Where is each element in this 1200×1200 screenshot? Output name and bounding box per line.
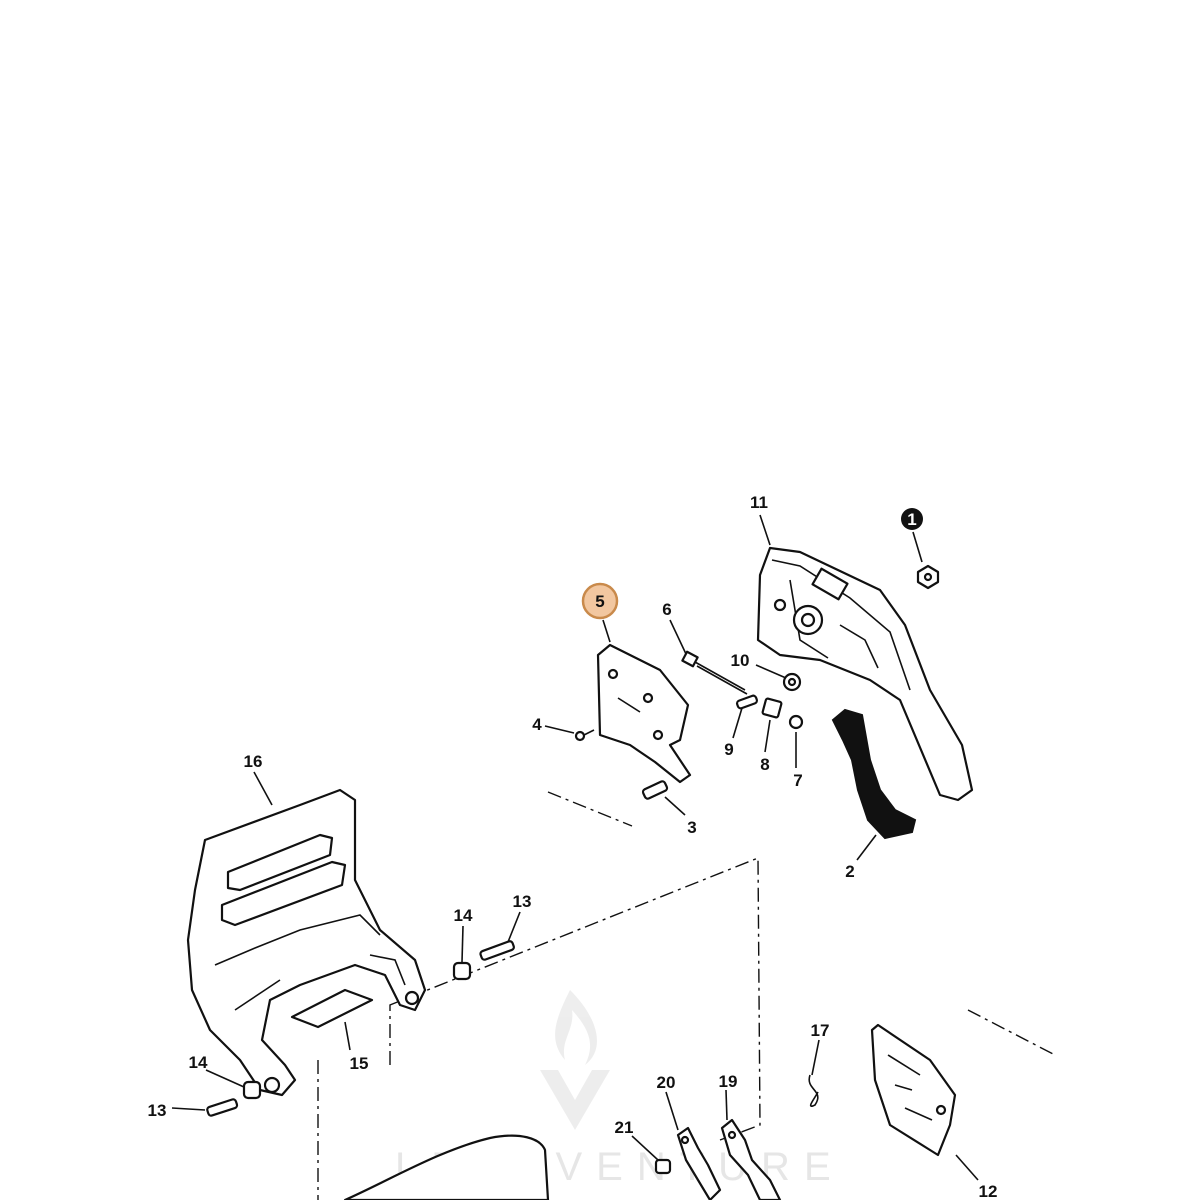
callout-2[interactable]: 2 [845,862,854,881]
part-guard-bottom[interactable] [343,1134,550,1200]
watermark-logo [540,990,610,1130]
part-screw-4[interactable] [574,729,595,742]
callout-17[interactable]: 17 [811,1021,830,1040]
callout-11[interactable]: 11 [750,493,768,512]
svg-text:1: 1 [907,510,916,529]
part-chain-link-19[interactable] [720,1118,782,1200]
callout-14-upper[interactable]: 14 [454,906,473,925]
part-screw-3[interactable] [641,780,669,800]
callout-14-lower[interactable]: 14 [189,1053,208,1072]
part-hand-guard[interactable] [186,788,427,1097]
callout-8[interactable]: 8 [760,755,769,774]
part-screw-lower[interactable] [206,1098,239,1117]
svg-text:5: 5 [595,592,604,611]
callout-15[interactable]: 15 [350,1054,369,1073]
callout-10[interactable]: 10 [731,651,750,670]
callout-16[interactable]: 16 [244,752,263,771]
part-label[interactable] [290,988,374,1029]
callout-13-lower[interactable]: 13 [148,1101,167,1120]
callout-6[interactable]: 6 [662,600,671,619]
callout-4[interactable]: 4 [532,715,542,734]
callout-3[interactable]: 3 [687,818,696,837]
callout-1[interactable]: 1 [901,508,923,530]
part-bushing-upper[interactable] [452,961,472,981]
assembly-line-bar [547,791,633,827]
part-washer[interactable] [788,714,804,730]
callout-21[interactable]: 21 [615,1118,634,1137]
callout-20[interactable]: 20 [657,1073,676,1092]
callout-9[interactable]: 9 [724,740,733,759]
part-nut[interactable] [916,564,940,590]
part-sleeve[interactable] [782,672,802,692]
callout-5-highlighted[interactable]: 5 [581,582,619,620]
callout-13-upper[interactable]: 13 [513,892,532,911]
leader-lines [171,514,979,1181]
part-sprocket-cover[interactable] [756,546,974,802]
part-sleeve-21[interactable] [654,1158,672,1175]
callout-12[interactable]: 12 [979,1182,998,1200]
callout-7[interactable]: 7 [793,771,802,790]
part-pin[interactable] [735,694,759,710]
part-slider[interactable] [761,697,783,719]
part-bushing-lower[interactable] [242,1080,262,1100]
part-screw-upper[interactable] [479,940,515,961]
part-chain-link-20[interactable] [676,1126,722,1200]
callout-19[interactable]: 19 [719,1072,738,1091]
part-tensioner-bolt[interactable] [681,650,748,695]
part-bumper[interactable] [831,708,917,840]
part-spring[interactable] [808,1074,819,1107]
part-guide-plate-lower[interactable] [870,1023,957,1157]
assembly-line-right [967,1009,1056,1056]
part-guide-plate[interactable] [596,643,692,784]
assembly-line-main [389,856,761,1141]
